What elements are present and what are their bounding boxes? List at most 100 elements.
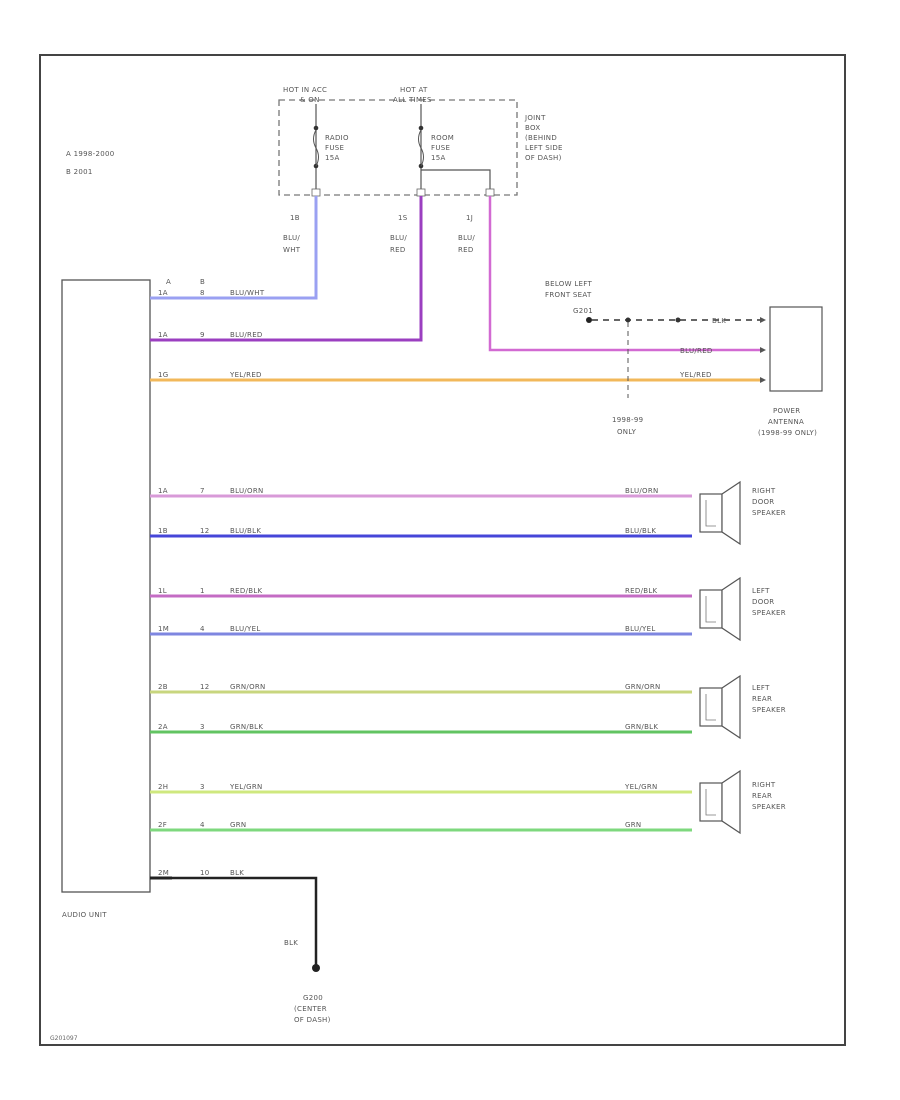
hot-acc-label-2: & ON xyxy=(300,96,320,104)
pin-b-label: 3 xyxy=(200,723,205,731)
speaker-left-rear-l3: SPEAKER xyxy=(752,706,786,714)
legend-b: B 2001 xyxy=(66,168,93,176)
speaker-right-rear-l2: REAR xyxy=(752,792,772,800)
wire-color-label: GRN xyxy=(230,821,246,829)
wire-color-label: BLU/RED xyxy=(230,331,263,339)
speaker-right-door-l2: DOOR xyxy=(752,498,774,506)
pin-b-label: 7 xyxy=(200,487,205,495)
wire-color-label: BLU/WHT xyxy=(230,289,265,297)
wire-color-label: BLU/BLK xyxy=(230,527,261,535)
pin-b-label: 8 xyxy=(200,289,205,297)
ground-label-l3: OF DASH) xyxy=(294,1016,331,1024)
speaker-left-door-l3: SPEAKER xyxy=(752,609,786,617)
speaker-right-door-l1: RIGHT xyxy=(752,487,776,495)
wire-color-label: GRN/ORN xyxy=(230,683,266,691)
feed3-pin: 1J xyxy=(466,214,473,222)
hot-acc-label: HOT IN ACC xyxy=(283,86,327,94)
column-a-header: A xyxy=(166,278,171,286)
wire-color-label-right: BLU/ORN xyxy=(625,487,659,495)
wire-color-label: GRN/BLK xyxy=(230,723,263,731)
antenna-note-l2: ONLY xyxy=(617,428,637,436)
radio-fuse-l3: 15A xyxy=(325,154,340,162)
antenna-ground-note-l2: FRONT SEAT xyxy=(545,291,592,299)
feed1-color1: BLU/ xyxy=(283,234,300,242)
speaker-left-rear-l1: LEFT xyxy=(752,684,770,692)
wire-color-label-right: GRN/BLK xyxy=(625,723,658,731)
feed-wire-blu-wht xyxy=(172,196,318,300)
speaker-right-rear xyxy=(699,769,741,835)
room-fuse-l3: 15A xyxy=(431,154,446,162)
pin-a-label: 1M xyxy=(158,625,169,633)
power-antenna xyxy=(769,306,823,392)
feed-wire-antenna xyxy=(488,196,760,352)
joint-box-l3: (BEHIND xyxy=(525,134,557,142)
antenna-note-l1: 1998-99 xyxy=(612,416,643,424)
ground-label-l1: G200 xyxy=(303,994,323,1002)
pin-b-label: 12 xyxy=(200,527,210,535)
antenna-ground-point xyxy=(586,317,592,323)
pin-a-label: 1L xyxy=(158,587,167,595)
wire-color-label-right: BLU/YEL xyxy=(625,625,656,633)
joint-box-l5: OF DASH) xyxy=(525,154,562,162)
pin-b-label: 9 xyxy=(200,331,205,339)
feed-wire-blu-red xyxy=(172,196,423,342)
radio-fuse-l2: FUSE xyxy=(325,144,344,152)
hot-all-label-2: ALL TIMES xyxy=(393,96,432,104)
pin-a-label: 2F xyxy=(158,821,167,829)
fuse-box xyxy=(278,99,518,196)
speaker-right-door xyxy=(699,480,741,546)
pin-b-label: 12 xyxy=(200,683,210,691)
speaker-right-door-l3: SPEAKER xyxy=(752,509,786,517)
joint-box-l1: JOINT xyxy=(524,114,546,122)
speaker-left-rear xyxy=(699,674,741,740)
antenna-blk-label: BLK xyxy=(712,317,726,325)
joint-box-l4: LEFT SIDE xyxy=(525,144,563,152)
wire-color-label: RED/BLK xyxy=(230,587,263,595)
ground-label-l2: (CENTER xyxy=(294,1005,327,1013)
speaker-left-door-l2: DOOR xyxy=(752,598,774,606)
pin-b-label: 1 xyxy=(200,587,205,595)
pin-a-label: 2M xyxy=(158,869,169,877)
feed2-color1: BLU/ xyxy=(390,234,407,242)
wire-color-label-right: YEL/GRN xyxy=(624,783,658,791)
antenna-label-l3: (1998-99 ONLY) xyxy=(758,429,817,437)
hot-all-label: HOT AT xyxy=(400,86,428,94)
column-b-header: B xyxy=(200,278,205,286)
audio-unit-label: AUDIO UNIT xyxy=(62,911,107,919)
feed2-pin: 1S xyxy=(398,214,408,222)
radio-fuse-l1: RADIO xyxy=(325,134,349,142)
wire-color-label: BLU/YEL xyxy=(230,625,261,633)
legend-a: A 1998-2000 xyxy=(66,150,114,158)
pin-a-label: 1B xyxy=(158,527,168,535)
diagram-frame xyxy=(39,54,846,1046)
ground-wire xyxy=(172,876,318,968)
pin-a-label: 2H xyxy=(158,783,168,791)
wire-color-label-right: YEL/RED xyxy=(679,371,712,379)
antenna-ground-id: G201 xyxy=(573,307,593,315)
pin-b-label: 4 xyxy=(200,625,205,633)
feed2-color2: RED xyxy=(390,246,406,254)
pin-a-label: 1A xyxy=(158,487,168,495)
antenna-label-l1: POWER xyxy=(773,407,800,415)
feed1-color2: WHT xyxy=(283,246,301,254)
wire-color-label: YEL/RED xyxy=(229,371,262,379)
joint-box-l2: BOX xyxy=(525,124,540,132)
antenna-blu-red-label: BLU/RED xyxy=(680,347,713,355)
feed3-color1: BLU/ xyxy=(458,234,475,242)
wire-color-label-right: RED/BLK xyxy=(625,587,658,595)
speaker-right-rear-l1: RIGHT xyxy=(752,781,776,789)
wire-color-label: BLU/ORN xyxy=(230,487,264,495)
wire-color-label-right: BLU/BLK xyxy=(625,527,656,535)
room-fuse-l2: FUSE xyxy=(431,144,450,152)
audio-unit xyxy=(61,279,151,893)
pin-b-label: 3 xyxy=(200,783,205,791)
diagram-id: G201097 xyxy=(50,1035,78,1042)
wire-color-label-right: GRN/ORN xyxy=(625,683,661,691)
pin-a-label: 2B xyxy=(158,683,168,691)
feed1-pin: 1B xyxy=(290,214,300,222)
pin-b-label: 4 xyxy=(200,821,205,829)
pin-a-label: 1A xyxy=(158,289,168,297)
